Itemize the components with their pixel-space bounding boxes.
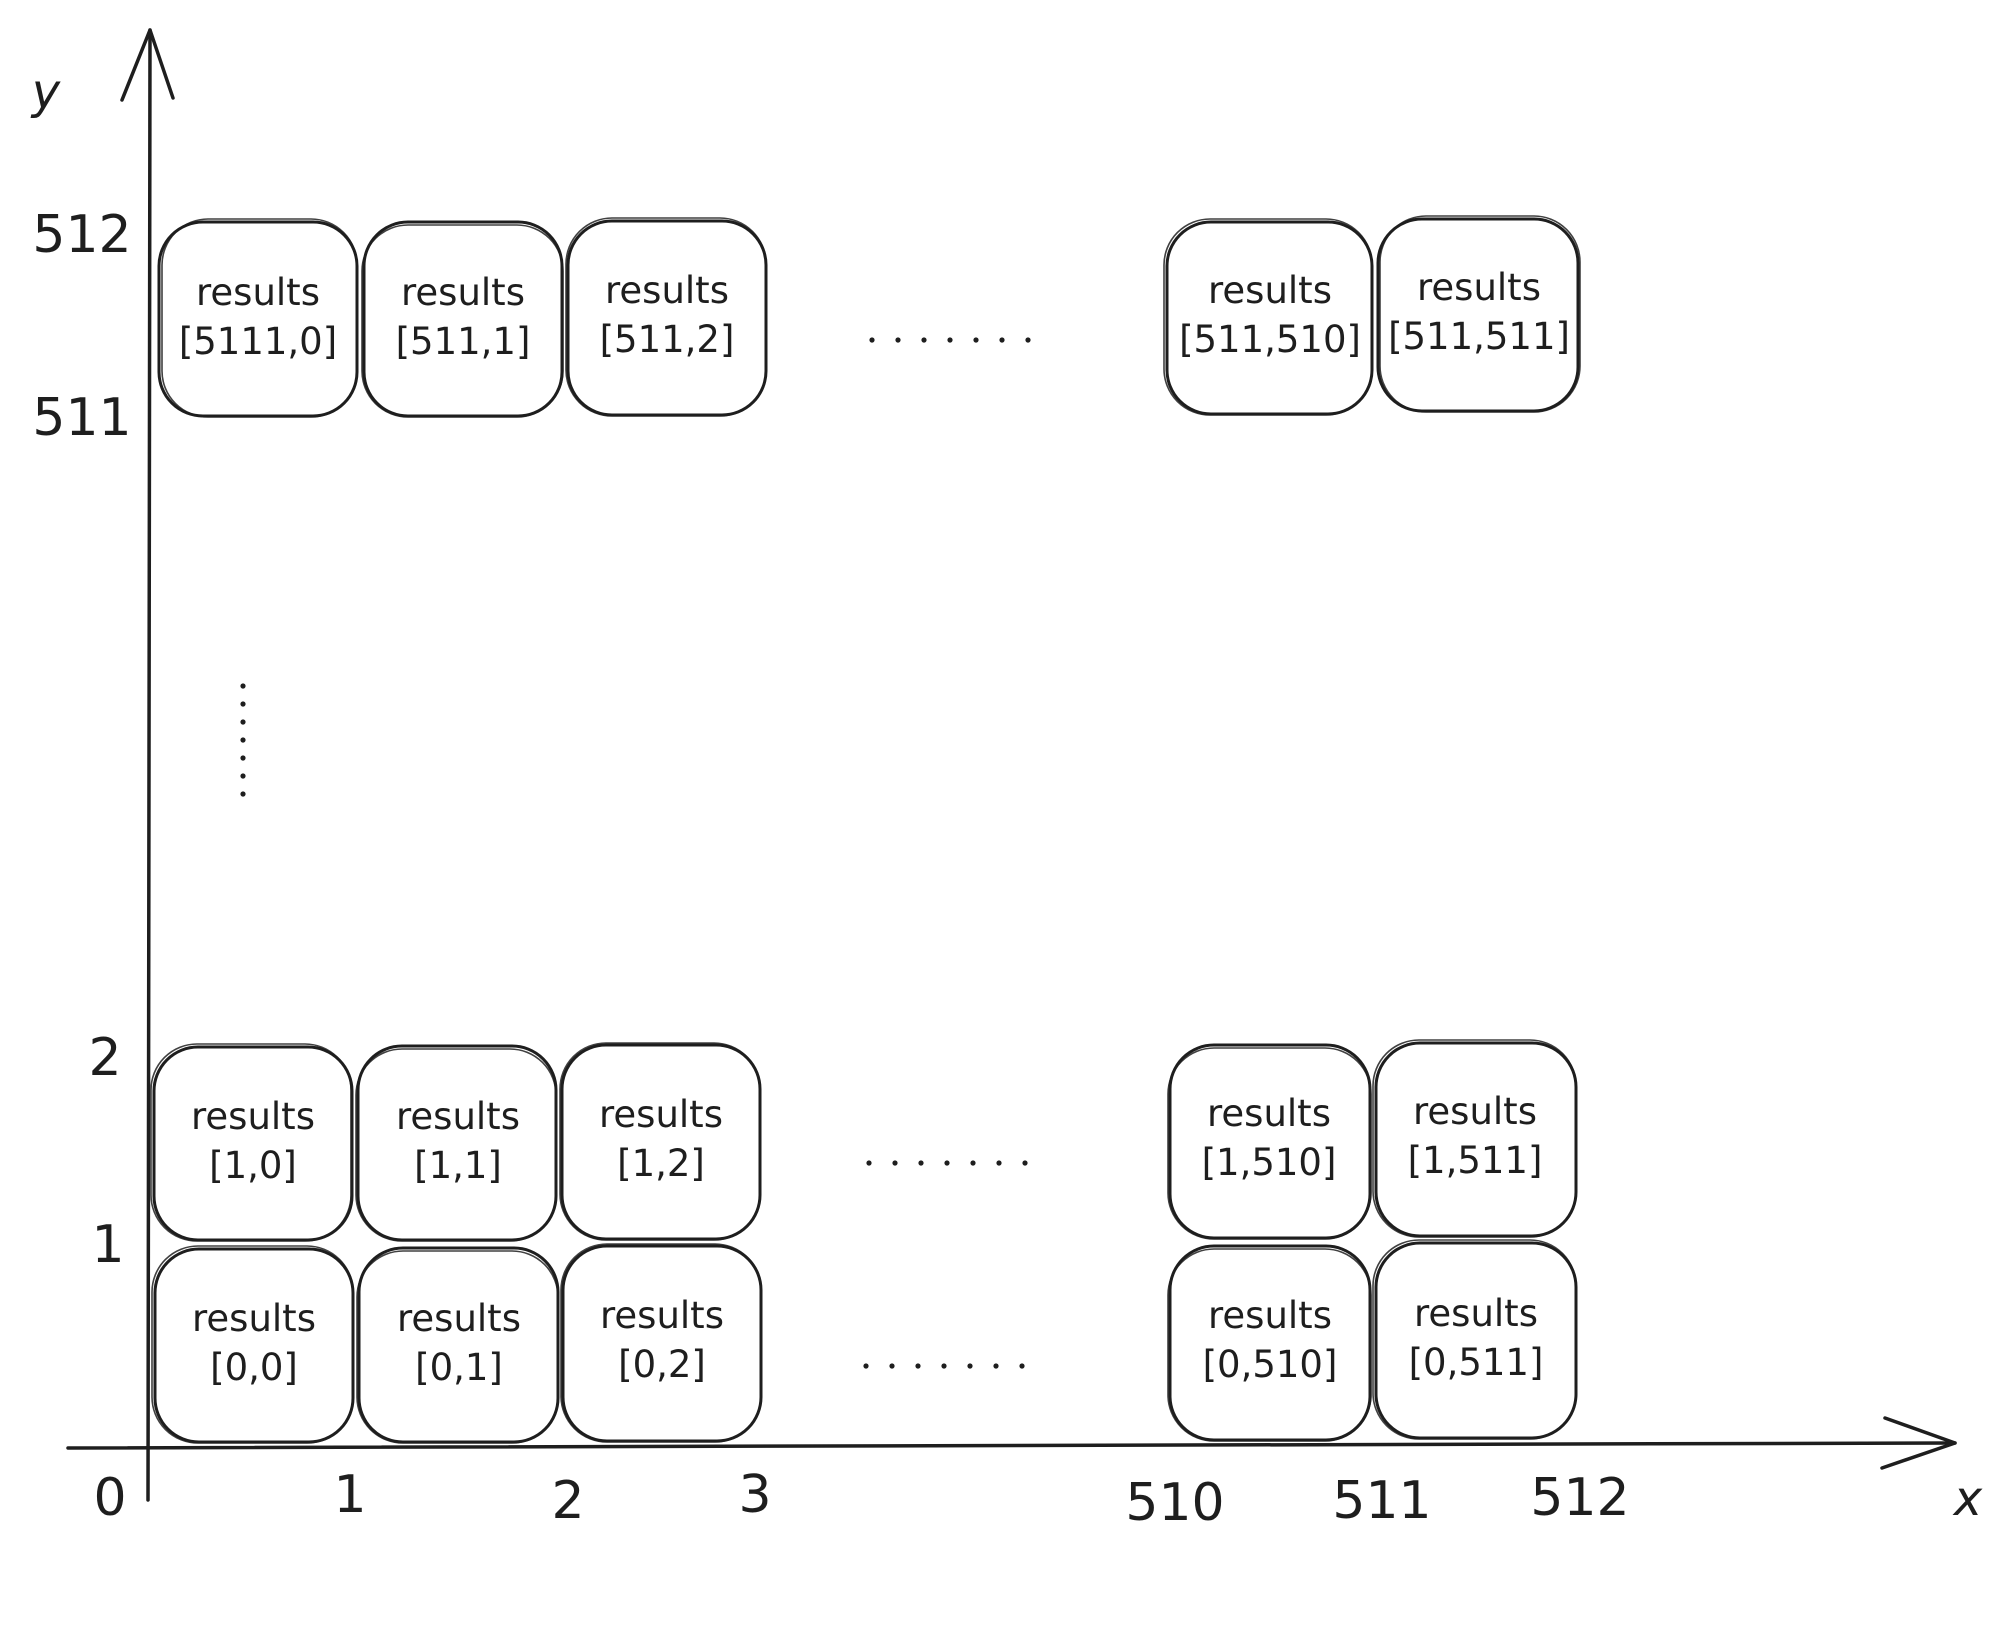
cell-label: results [1413,1090,1537,1133]
grid-cell: results [5111,0] [157,218,359,418]
cell-index: [511,510] [1179,318,1361,361]
cell-index: [5111,0] [179,320,337,363]
grid-cell: results [511,510] [1163,218,1374,416]
y-axis-label: y [30,64,61,120]
grid-row-1: results [1,0] results [1,1] results [1,2… [150,1039,1578,1242]
y-axis-arrowhead [120,28,175,102]
grid-cell: results [0,511] [1372,1239,1578,1440]
grid-cell: results [1,0] [150,1043,354,1242]
x-axis-line [66,1441,1957,1450]
cell-label: results [1207,1092,1331,1135]
grid-cell: results [1,510] [1167,1043,1372,1240]
x-tick-label: 2 [551,1471,584,1531]
cell-label: results [1417,266,1541,309]
x-tick-label: 0 [93,1468,126,1528]
y-tick-labels: 512 511 2 1 [32,205,131,1275]
cell-label: results [401,271,525,314]
cell-index: [1,511] [1408,1139,1543,1182]
x-tick-label: 510 [1125,1473,1224,1533]
y-tick-label: 2 [88,1028,121,1088]
cell-label: results [397,1297,521,1340]
x-tick-label: 3 [738,1465,771,1525]
axes: y x [30,28,1983,1527]
cell-label: results [192,1297,316,1340]
cell-label: results [196,271,320,314]
horizontal-ellipsis-row-1 [866,1160,1028,1166]
cell-index: [1,510] [1202,1141,1337,1184]
cell-label: results [1414,1292,1538,1335]
cell-index: [0,2] [618,1343,706,1386]
cell-label: results [605,269,729,312]
grid-row-511: results [5111,0] results [511,1] results… [157,215,1581,418]
grid-cell: results [511,1] [361,220,564,418]
cell-index: [0,1] [415,1346,503,1389]
cell-index: [511,1] [396,320,531,363]
x-tick-label: 1 [333,1465,366,1525]
grid-cell: results [0,510] [1167,1244,1372,1442]
cell-index: [1,1] [414,1144,502,1187]
grid-cell: results [0,1] [356,1246,560,1444]
cell-index: [511,511] [1388,315,1570,358]
x-tick-label: 512 [1530,1468,1629,1528]
cell-label: results [396,1095,520,1138]
cell-label: results [600,1294,724,1337]
grid-cell: results [1,511] [1372,1039,1578,1238]
y-tick-label: 512 [32,205,131,265]
y-tick-label: 1 [91,1215,124,1275]
grid-cell: results [511,511] [1376,215,1581,413]
cell-index: [0,0] [210,1346,298,1389]
cell-label: results [1208,1294,1332,1337]
cell-index: [511,2] [600,318,735,361]
horizontal-ellipsis-row-0 [863,1363,1025,1369]
cell-label: results [191,1095,315,1138]
y-tick-label: 511 [32,388,131,448]
x-axis-arrowhead [1880,1416,1957,1470]
grid-cell: results [1,2] [559,1042,762,1241]
cell-index: [0,511] [1409,1341,1544,1384]
cell-label: results [1208,269,1332,312]
grid-cell: results [1,1] [355,1044,558,1242]
cell-index: [0,510] [1203,1343,1338,1386]
vertical-ellipsis [240,683,246,797]
x-axis-label: x [1952,1471,1983,1527]
horizontal-ellipsis-row-511 [869,337,1031,343]
cell-label: results [599,1093,723,1136]
y-axis-line [146,28,152,1502]
grid-cell: results [0,0] [151,1245,355,1444]
x-tick-labels: 0 1 2 3 510 511 512 [93,1465,1629,1533]
cell-index: [1,2] [617,1142,705,1185]
x-tick-label: 511 [1332,1471,1431,1531]
grid-row-0: results [0,0] results [0,1] results [0,2… [151,1239,1578,1444]
grid-cell: results [511,2] [565,217,768,417]
cell-index: [1,0] [209,1144,297,1187]
grid-cell: results [0,2] [560,1243,763,1443]
